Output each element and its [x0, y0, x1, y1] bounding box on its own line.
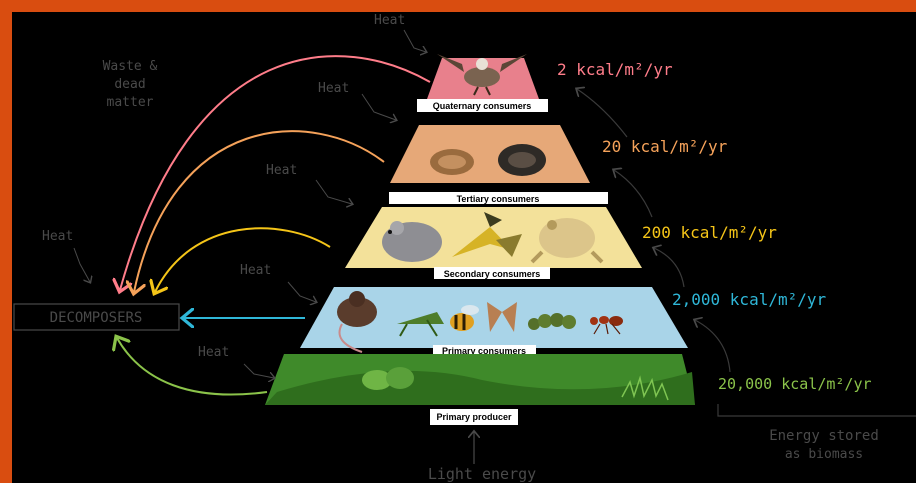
waste-line1: Waste & — [103, 59, 158, 74]
heat-label-5: Heat — [198, 345, 229, 360]
energy-secondary: 200 kcal/m²/yr — [642, 223, 777, 242]
biomass-line2: as biomass — [785, 447, 863, 462]
energy-pyramid-diagram: Quaternary consumers Tertiary consumers … — [12, 12, 916, 483]
energy-primary: 2,000 kcal/m²/yr — [672, 290, 826, 309]
transfer-arrow-2 — [614, 170, 652, 217]
label-quaternary: Quaternary consumers — [433, 101, 532, 111]
heat-arrow-top — [404, 30, 426, 52]
biomass-bracket — [718, 404, 916, 416]
waste-line3: matter — [107, 95, 154, 110]
label-producer: Primary producer — [436, 412, 512, 422]
heat-arrow-4 — [288, 282, 316, 302]
energy-producer: 20,000 kcal/m²/yr — [718, 375, 872, 393]
heat-arrow-decomposers — [74, 248, 90, 282]
heat-label-4: Heat — [240, 263, 271, 278]
light-label: Light energy — [428, 465, 536, 483]
waste-line2: dead — [114, 77, 145, 92]
heat-label-top: Heat — [374, 13, 405, 28]
energy-tertiary: 20 kcal/m²/yr — [602, 137, 728, 156]
label-tertiary: Tertiary consumers — [457, 194, 540, 204]
heat-arrow-5 — [244, 364, 274, 378]
pyramid-svg: Quaternary consumers Tertiary consumers … — [12, 12, 916, 483]
energy-quaternary: 2 kcal/m²/yr — [557, 60, 673, 79]
label-secondary: Secondary consumers — [444, 269, 541, 279]
heat-label-2: Heat — [318, 81, 349, 96]
heat-label-3: Heat — [266, 163, 297, 178]
transfer-arrow-3 — [654, 248, 684, 287]
waste-arrow-secondary — [155, 228, 330, 292]
waste-arrow-producer — [117, 338, 267, 395]
heat-arrow-3 — [316, 180, 352, 204]
tier-tertiary — [390, 125, 590, 183]
decomposers-label: DECOMPOSERS — [50, 310, 143, 326]
heat-arrow-2 — [362, 94, 396, 120]
transfer-arrow-4 — [695, 320, 730, 372]
biomass-line1: Energy stored — [769, 428, 879, 444]
transfer-arrow-1 — [577, 89, 627, 137]
heat-label-decomposers: Heat — [42, 229, 73, 244]
